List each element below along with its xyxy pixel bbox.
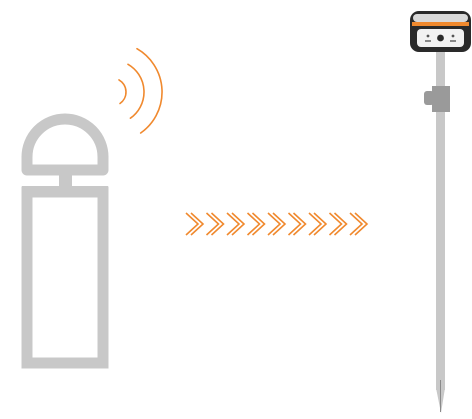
chevron-arrow bbox=[186, 213, 203, 235]
radio-wave-arc bbox=[128, 64, 144, 118]
chevron-arrow bbox=[207, 213, 224, 235]
radio-waves-icon bbox=[119, 49, 162, 133]
receiver-led-icon bbox=[427, 35, 430, 38]
chevron-arrow bbox=[289, 213, 306, 235]
base-station-body bbox=[27, 192, 103, 363]
radio-wave-arc bbox=[137, 49, 162, 133]
receiver-button-icon bbox=[437, 35, 444, 42]
base-station-band bbox=[22, 186, 108, 194]
gnss-base-station-icon bbox=[22, 119, 108, 363]
rover-receiver-head bbox=[410, 11, 471, 52]
chevron-arrow bbox=[309, 213, 326, 235]
chevron-arrow bbox=[227, 213, 244, 235]
chevron-arrow bbox=[248, 213, 265, 235]
receiver-led-icon bbox=[452, 35, 455, 38]
rover-pole-clamp bbox=[432, 86, 450, 112]
base-station-dome bbox=[27, 119, 103, 170]
base-station-neck bbox=[59, 174, 72, 186]
chevron-arrow bbox=[268, 213, 285, 235]
chevron-arrow bbox=[330, 213, 347, 235]
gnss-rover-receiver-icon bbox=[410, 11, 471, 413]
radio-wave-arc bbox=[119, 80, 126, 104]
chevron-arrow bbox=[350, 213, 367, 235]
chevron-arrows-icon bbox=[186, 213, 367, 235]
